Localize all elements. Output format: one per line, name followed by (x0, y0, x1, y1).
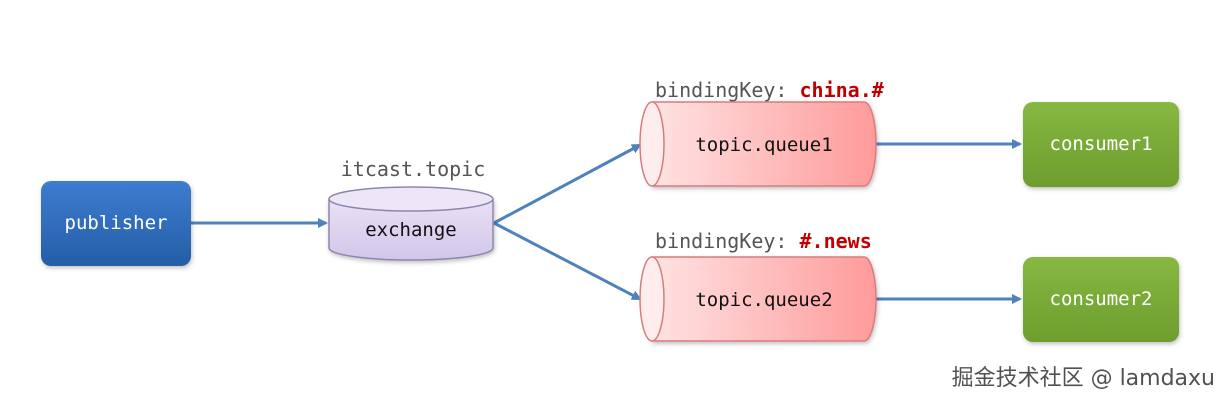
exchange-label: exchange (365, 219, 457, 241)
queue1-node: bindingKey: china.# topic.queue1 (639, 78, 884, 187)
queue1-label: topic.queue1 (695, 134, 832, 156)
queue2-binding: bindingKey: #.news (655, 229, 872, 253)
consumer1-label: consumer1 (1050, 133, 1153, 155)
queue2-binding-key: #.news (800, 229, 872, 253)
queue1-binding-prefix: bindingKey: (655, 78, 800, 102)
consumer2-node: consumer2 (1023, 257, 1179, 342)
exchange-name: itcast.topic (341, 157, 486, 181)
consumer2-label: consumer2 (1050, 288, 1153, 310)
arrow-exchange-to-queue2 (493, 221, 642, 301)
arrow-exchange-to-queue1 (493, 143, 642, 225)
publisher-node: publisher (41, 181, 191, 266)
consumer1-node: consumer1 (1023, 102, 1179, 187)
queue2-label: topic.queue2 (695, 289, 832, 311)
queue2-node: bindingKey: #.news topic.queue2 (639, 229, 877, 342)
queue1-binding-key: china.# (800, 78, 884, 102)
publisher-label: publisher (65, 212, 168, 234)
queue2-binding-prefix: bindingKey: (655, 229, 800, 253)
queue1-binding: bindingKey: china.# (655, 78, 884, 102)
exchange-node: itcast.topic exchange (328, 157, 494, 261)
watermark-text: 掘金技术社区 @ lamdaxu (952, 366, 1215, 391)
